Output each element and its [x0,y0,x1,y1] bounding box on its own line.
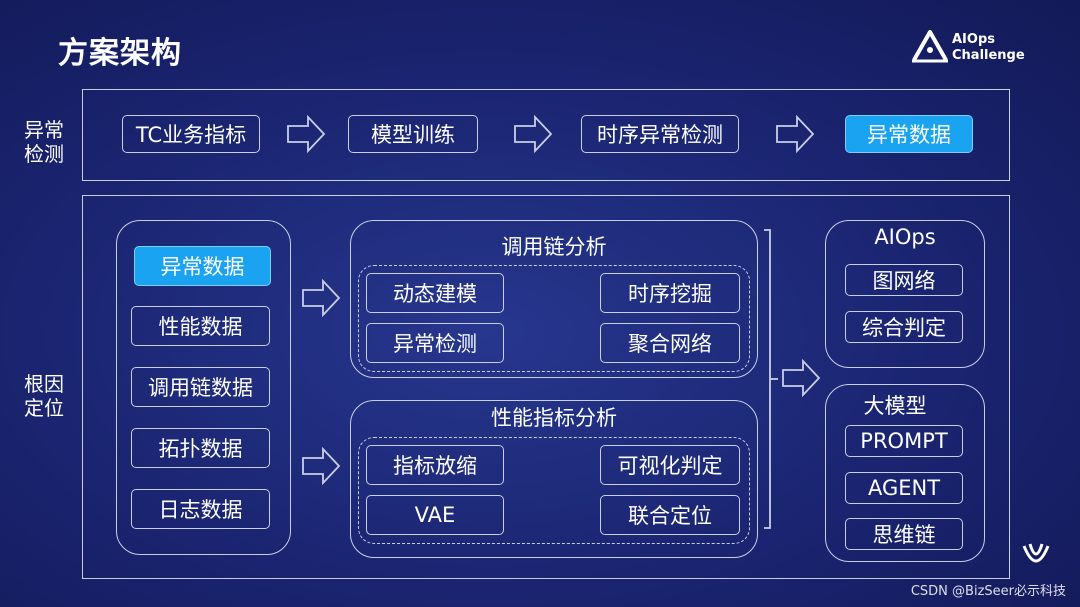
logo-line-1: AIOps [952,32,995,47]
rca-section-label: 根因 定位 [22,372,66,420]
llm-panel [825,384,985,562]
input-trace-data: 调用链数据 [131,367,270,407]
trace-analysis-panel [350,220,758,378]
logo-text: AIOps Challenge [952,32,1025,64]
arrow-right-icon [302,278,341,318]
metric-analysis-panel [350,400,758,558]
aiops-logo-icon [912,30,948,63]
metric-analysis-inner [358,437,750,544]
anomaly-section-label: 异常 检测 [22,118,66,166]
anomaly-label-line-2: 检测 [24,142,64,166]
anomaly-label-line-1: 异常 [24,118,64,142]
arrow-right-icon [302,446,341,486]
company-logo-icon [1022,543,1050,563]
arrow-right-icon [287,114,326,154]
trace-item-dynamic-modeling: 动态建模 [366,273,504,313]
metric-item-vae: VAE [366,495,504,535]
aiops-panel [825,220,985,368]
trace-item-anomaly-detection: 异常检测 [366,323,504,363]
trace-item-ts-mining: 时序挖掘 [600,273,740,313]
rca-label-line-1: 根因 [24,372,64,396]
rca-section-frame [82,195,1010,579]
step-ts-anomaly-detection: 时序异常检测 [581,115,739,153]
trace-item-aggregation-network: 聚合网络 [600,323,740,363]
input-data-panel [116,220,291,555]
input-performance-data: 性能数据 [131,306,270,346]
metric-item-scaling: 指标放缩 [366,445,504,485]
trace-analysis-inner [358,265,750,372]
step-anomaly-data: 异常数据 [845,115,973,153]
footer-watermark: CSDN @BizSeer必示科技 [910,584,1066,599]
llm-item-chain-of-thought: 思维链 [845,518,963,550]
metric-item-joint-localization: 联合定位 [600,495,740,535]
llm-item-prompt: PROMPT [845,425,963,457]
metric-item-visual-judgment: 可视化判定 [600,445,740,485]
merge-bracket-icon [764,229,778,529]
llm-panel-title: 大模型 [863,394,927,418]
aiops-item-graph-network: 图网络 [845,264,963,296]
input-topology-data: 拓扑数据 [131,428,270,468]
rca-label-line-2: 定位 [24,396,64,420]
trace-analysis-title: 调用链分析 [501,235,607,259]
anomaly-section-frame [82,89,1010,181]
step-model-training: 模型训练 [348,115,478,153]
aiops-item-comprehensive-judgment: 综合判定 [845,311,963,343]
llm-item-agent: AGENT [845,472,963,504]
page-title: 方案架构 [58,36,182,71]
step-tc-metrics: TC业务指标 [122,115,260,153]
arrow-right-icon [776,114,815,154]
logo-line-2: Challenge [952,48,1025,63]
aiops-panel-title: AIOps [874,225,936,249]
arrow-right-icon [782,358,821,398]
arrow-right-icon [514,114,553,154]
input-anomaly-data: 异常数据 [134,246,271,286]
input-log-data: 日志数据 [131,489,270,529]
metric-analysis-title: 性能指标分析 [491,406,617,430]
